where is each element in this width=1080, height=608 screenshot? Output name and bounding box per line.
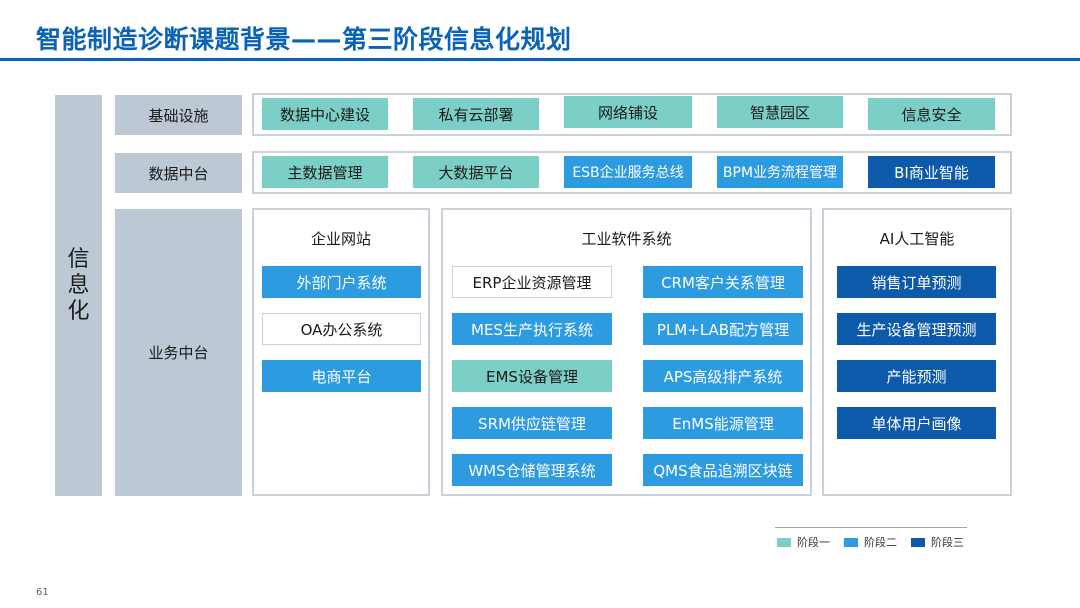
- chip-oa: OA办公系统: [262, 313, 421, 345]
- chip-user-profile: 单体用户画像: [837, 407, 996, 439]
- legend-label-stage-3: 阶段三: [931, 536, 964, 549]
- chip-enms: EnMS能源管理: [643, 407, 803, 439]
- legend-label-stage-2: 阶段二: [864, 536, 897, 549]
- chip-private-cloud: 私有云部署: [413, 98, 539, 130]
- chip-bi: BI商业智能: [868, 156, 995, 188]
- chip-ecommerce: 电商平台: [262, 360, 421, 392]
- chip-capacity-forecast: 产能预测: [837, 360, 996, 392]
- chip-wms: WMS仓储管理系统: [452, 454, 612, 486]
- ai-panel-title: AI人工智能: [879, 230, 955, 248]
- chip-qms: QMS食品追溯区块链: [643, 454, 803, 486]
- row-label-business-platform: 业务中台: [115, 209, 242, 496]
- legend-swatch-stage-1: [777, 537, 791, 547]
- title-underline: [0, 58, 1080, 61]
- chip-bpm: BPM业务流程管理: [717, 156, 843, 188]
- legend-stage-1: 阶段一: [777, 534, 830, 550]
- chip-equipment-forecast: 生产设备管理预测: [837, 313, 996, 345]
- chip-esb: ESB企业服务总线: [564, 156, 692, 188]
- chip-data-center: 数据中心建设: [262, 98, 388, 130]
- page-number: 61: [36, 587, 49, 598]
- chip-info-security: 信息安全: [868, 98, 995, 130]
- chip-srm: SRM供应链管理: [452, 407, 612, 439]
- row-label-infrastructure: 基础设施: [115, 95, 242, 135]
- industrial-panel-title: 工业软件系统: [581, 230, 672, 248]
- web-panel: 企业网站: [252, 208, 430, 496]
- page-title: 智能制造诊断课题背景——第三阶段信息化规划: [36, 25, 572, 54]
- ai-panel: AI人工智能: [822, 208, 1012, 496]
- side-char-2: 息: [67, 273, 90, 298]
- chip-sales-forecast: 销售订单预测: [837, 266, 996, 298]
- legend-stage-2: 阶段二: [844, 534, 897, 550]
- side-char-3: 化: [67, 299, 90, 324]
- chip-master-data: 主数据管理: [262, 156, 388, 188]
- chip-big-data: 大数据平台: [413, 156, 539, 188]
- chip-ems: EMS设备管理: [452, 360, 612, 392]
- legend-swatch-stage-2: [844, 537, 858, 547]
- legend-label-stage-1: 阶段一: [797, 536, 830, 549]
- legend-stage-3: 阶段三: [911, 534, 964, 550]
- informatization-column: 信 息 化: [55, 95, 102, 496]
- web-panel-title: 企业网站: [310, 230, 371, 248]
- chip-portal: 外部门户系统: [262, 266, 421, 298]
- chip-network: 网络铺设: [564, 96, 692, 128]
- chip-crm: CRM客户关系管理: [643, 266, 803, 298]
- row-label-data-platform: 数据中台: [115, 153, 242, 193]
- legend-swatch-stage-3: [911, 537, 925, 547]
- side-char-1: 信: [67, 247, 90, 272]
- chip-erp: ERP企业资源管理: [452, 266, 612, 298]
- chip-aps: APS高级排产系统: [643, 360, 803, 392]
- industrial-panel: 工业软件系统: [441, 208, 812, 496]
- chip-mes: MES生产执行系统: [452, 313, 612, 345]
- legend-divider: [775, 527, 967, 528]
- chip-smart-park: 智慧园区: [717, 96, 843, 128]
- chip-plm: PLM+LAB配方管理: [643, 313, 803, 345]
